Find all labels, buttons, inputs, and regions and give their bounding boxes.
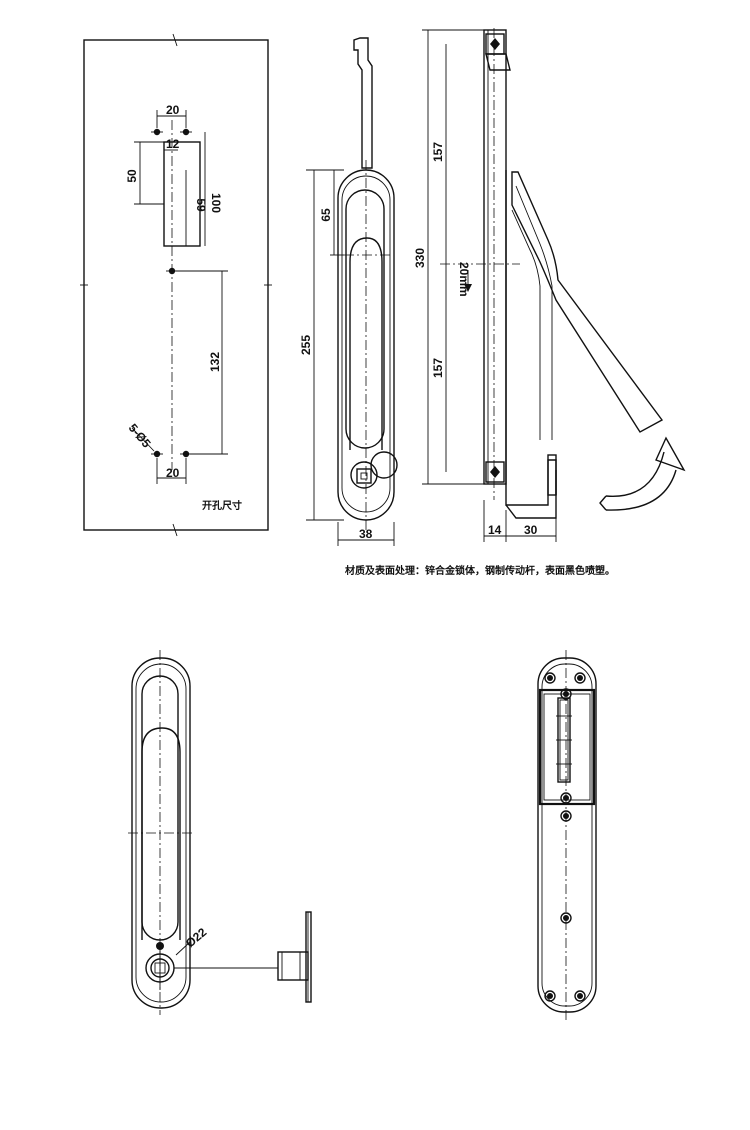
rotation-arrow [605,451,665,497]
lock-cylinder [350,461,378,489]
dim-side-body-depth: 30 [524,523,538,537]
panel-slot [163,141,201,247]
base-plate [483,29,507,485]
dim-panel-bottom-width: 20 [166,466,180,480]
drive-rod-top [353,37,373,169]
dim-front-overall-height: 255 [299,335,313,355]
dim-side-travel: 20mm [457,262,471,297]
dim-panel-slot-width: 12 [166,137,180,151]
rear-view [537,650,597,1020]
side-view: 330 157 157 20mm 14 30 [413,28,686,542]
lock-side-view [277,951,309,981]
handle-back [537,657,597,1013]
dim-lock-diameter: Ø22 [183,925,210,951]
panel-cutout-view: 20 12 50 59 100 132 5-Ø5 20 开孔尺寸 [80,33,272,537]
dim-panel-top-width: 20 [166,103,180,117]
dim-side-lower-span: 157 [431,358,445,378]
cutout-caption: 开孔尺寸 [202,499,242,512]
dim-side-base-width: 14 [488,523,502,537]
material-note: 材质及表面处理：锌合金锁体，钢制传动杆，表面黑色喷塑。 [345,564,615,577]
front-view-bottom: Ø22 [128,650,312,1015]
dim-side-upper-span: 157 [431,142,445,162]
dim-front-width: 38 [359,527,373,541]
front-view-top: 255 65 38 [299,37,398,546]
dim-side-overall-height: 330 [413,248,427,268]
dim-panel-slot-height: 50 [125,169,139,183]
lock-knob [370,451,398,479]
dim-panel-top-span: 100 [209,193,223,213]
dim-front-top-depth: 65 [319,208,333,222]
handle-open [511,171,664,433]
dim-panel-slot-inner: 59 [194,198,208,212]
dim-panel-lower-span: 132 [208,352,222,372]
